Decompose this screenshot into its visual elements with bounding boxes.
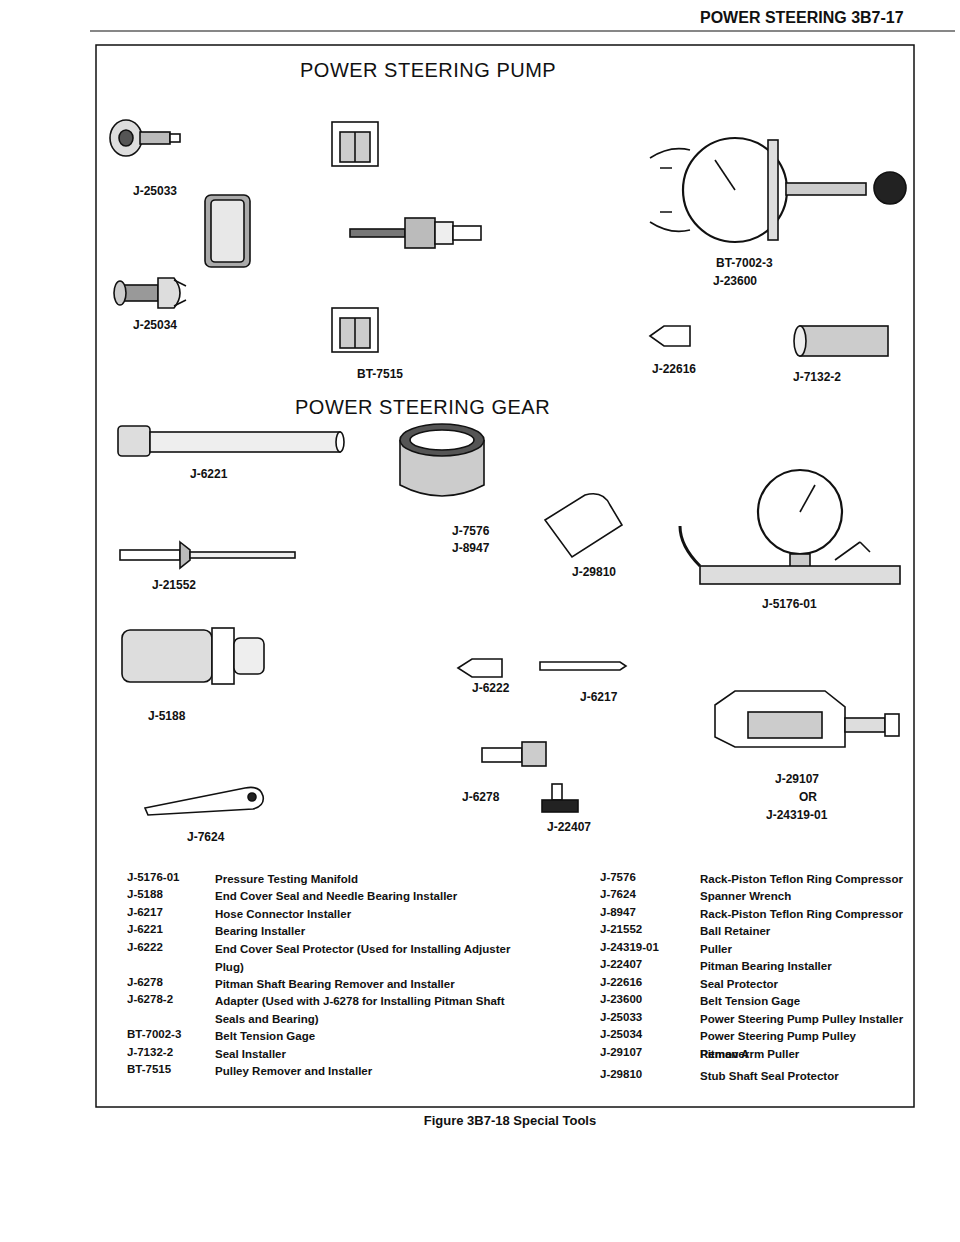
tool-description: Belt Tension Gage [215,1028,515,1046]
table-tool-number: J-6278-2 [127,993,173,1007]
pulley-remover [114,278,186,308]
tool-number: BT-7002-3 [716,256,773,270]
tool-number: J-23600 [713,274,757,288]
tool-description: Puller [700,941,905,959]
table-tool-number: J-6221 [127,923,163,937]
hose-connector-installer [540,662,626,670]
tool-number: J-7624 [187,830,224,844]
section-heading: POWER STEERING GEAR [295,395,550,419]
end-cover-protector [458,659,502,677]
table-tool-number: J-7132-2 [127,1046,173,1060]
ring-compressor [400,424,484,496]
bearing-installer [118,426,344,456]
table-tool-number: BT-7515 [127,1063,171,1077]
table-tool-number: J-25033 [600,1011,642,1025]
tool-number: OR [799,790,817,804]
pulley-installer [110,120,180,156]
tool-description: Ball Retainer [700,923,905,941]
needle-bearing-installer [122,628,264,684]
table-tool-number: J-6217 [127,906,163,920]
tool-number: J-7576 [452,524,489,538]
table-tool-number: J-6222 [127,941,163,955]
stub-shaft-protector [545,494,622,557]
table-tool-number: J-23600 [600,993,642,1007]
tool-description: End Cover Seal Protector (Used for Insta… [215,941,515,976]
tool-number: J-25034 [133,318,177,332]
table-tool-number: J-21552 [600,923,642,937]
tool-description: Seal Protector [700,976,905,994]
table-tool-number: J-29810 [600,1068,642,1082]
tool-description: Hose Connector Installer [215,906,515,924]
tool-number: BT-7515 [357,367,403,381]
tool-number: J-8947 [452,541,489,555]
tool-description: Power Steering Pump Pulley Installer [700,1011,905,1029]
tool-description: Belt Tension Gage [700,993,905,1011]
ball-retainer [120,542,295,568]
tool-number: J-7132-2 [793,370,841,384]
table-tool-number: J-22616 [600,976,642,990]
tool-number: J-6221 [190,467,227,481]
tool-description: Pitman Arm Puller [700,1046,905,1064]
tool-description: Pulley Remover and Installer [215,1063,515,1081]
table-tool-number: J-8947 [600,906,636,920]
table-tool-number: J-22407 [600,958,642,972]
tool-number: J-25033 [133,184,177,198]
table-tool-number: J-24319-01 [600,941,659,955]
table-tool-number: J-29107 [600,1046,642,1060]
pitman-arm-puller [715,691,899,747]
tool-number: J-22407 [547,820,591,834]
table-tool-number: J-7624 [600,888,636,902]
spanner-wrench [145,787,263,815]
section-heading: POWER STEERING PUMP [300,58,556,82]
tool-number: J-29810 [572,565,616,579]
pitman-bearing-installer [542,784,578,812]
table-tool-number: J-25034 [600,1028,642,1042]
tool-number: J-6222 [472,681,509,695]
tool-description: Stub Shaft Seal Protector [700,1068,905,1086]
tool-number: J-21552 [152,578,196,592]
tool-number: J-6217 [580,690,617,704]
figure-caption: Figure 3B7-18 Special Tools [424,1113,596,1129]
tool-number: J-24319-01 [766,808,827,822]
pulley-tool-set [332,122,481,352]
pressure-manifold [680,470,900,584]
tool-description: Seal Installer [215,1046,515,1064]
tool-number: J-5188 [148,709,185,723]
seal-installer-tube [794,326,888,356]
tool-number: J-22616 [652,362,696,376]
page-header: POWER STEERING 3B7-17 [700,8,904,27]
tool-description: Rack-Piston Teflon Ring Compressor [700,871,905,889]
table-tool-number: J-7576 [600,871,636,885]
tool-description: Rack-Piston Teflon Ring Compressor [700,906,905,924]
table-tool-number: J-5176-01 [127,871,179,885]
tool-description: End Cover Seal and Needle Bearing Instal… [215,888,515,906]
seal-installer [205,195,250,267]
tool-description: Pitman Shaft Bearing Remover and Install… [215,976,515,994]
tool-description: Pressure Testing Manifold [215,871,515,889]
tool-description: Adapter (Used with J-6278 for Installing… [215,993,515,1028]
tool-drawings [90,31,955,1107]
tool-number: J-5176-01 [762,597,817,611]
belt-tension-gage [650,138,906,242]
tool-description: Spanner Wrench [700,888,905,906]
header-rule [90,30,955,31]
table-tool-number: J-5188 [127,888,163,902]
tool-number: J-29107 [775,772,819,786]
pitman-shaft-tool [482,742,546,766]
figure-frame [96,45,914,1107]
table-tool-number: J-6278 [127,976,163,990]
tool-description: Pitman Bearing Installer [700,958,905,976]
seal-protector [650,326,690,346]
table-tool-number: BT-7002-3 [127,1028,181,1042]
tool-description: Bearing Installer [215,923,515,941]
tool-number: J-6278 [462,790,499,804]
